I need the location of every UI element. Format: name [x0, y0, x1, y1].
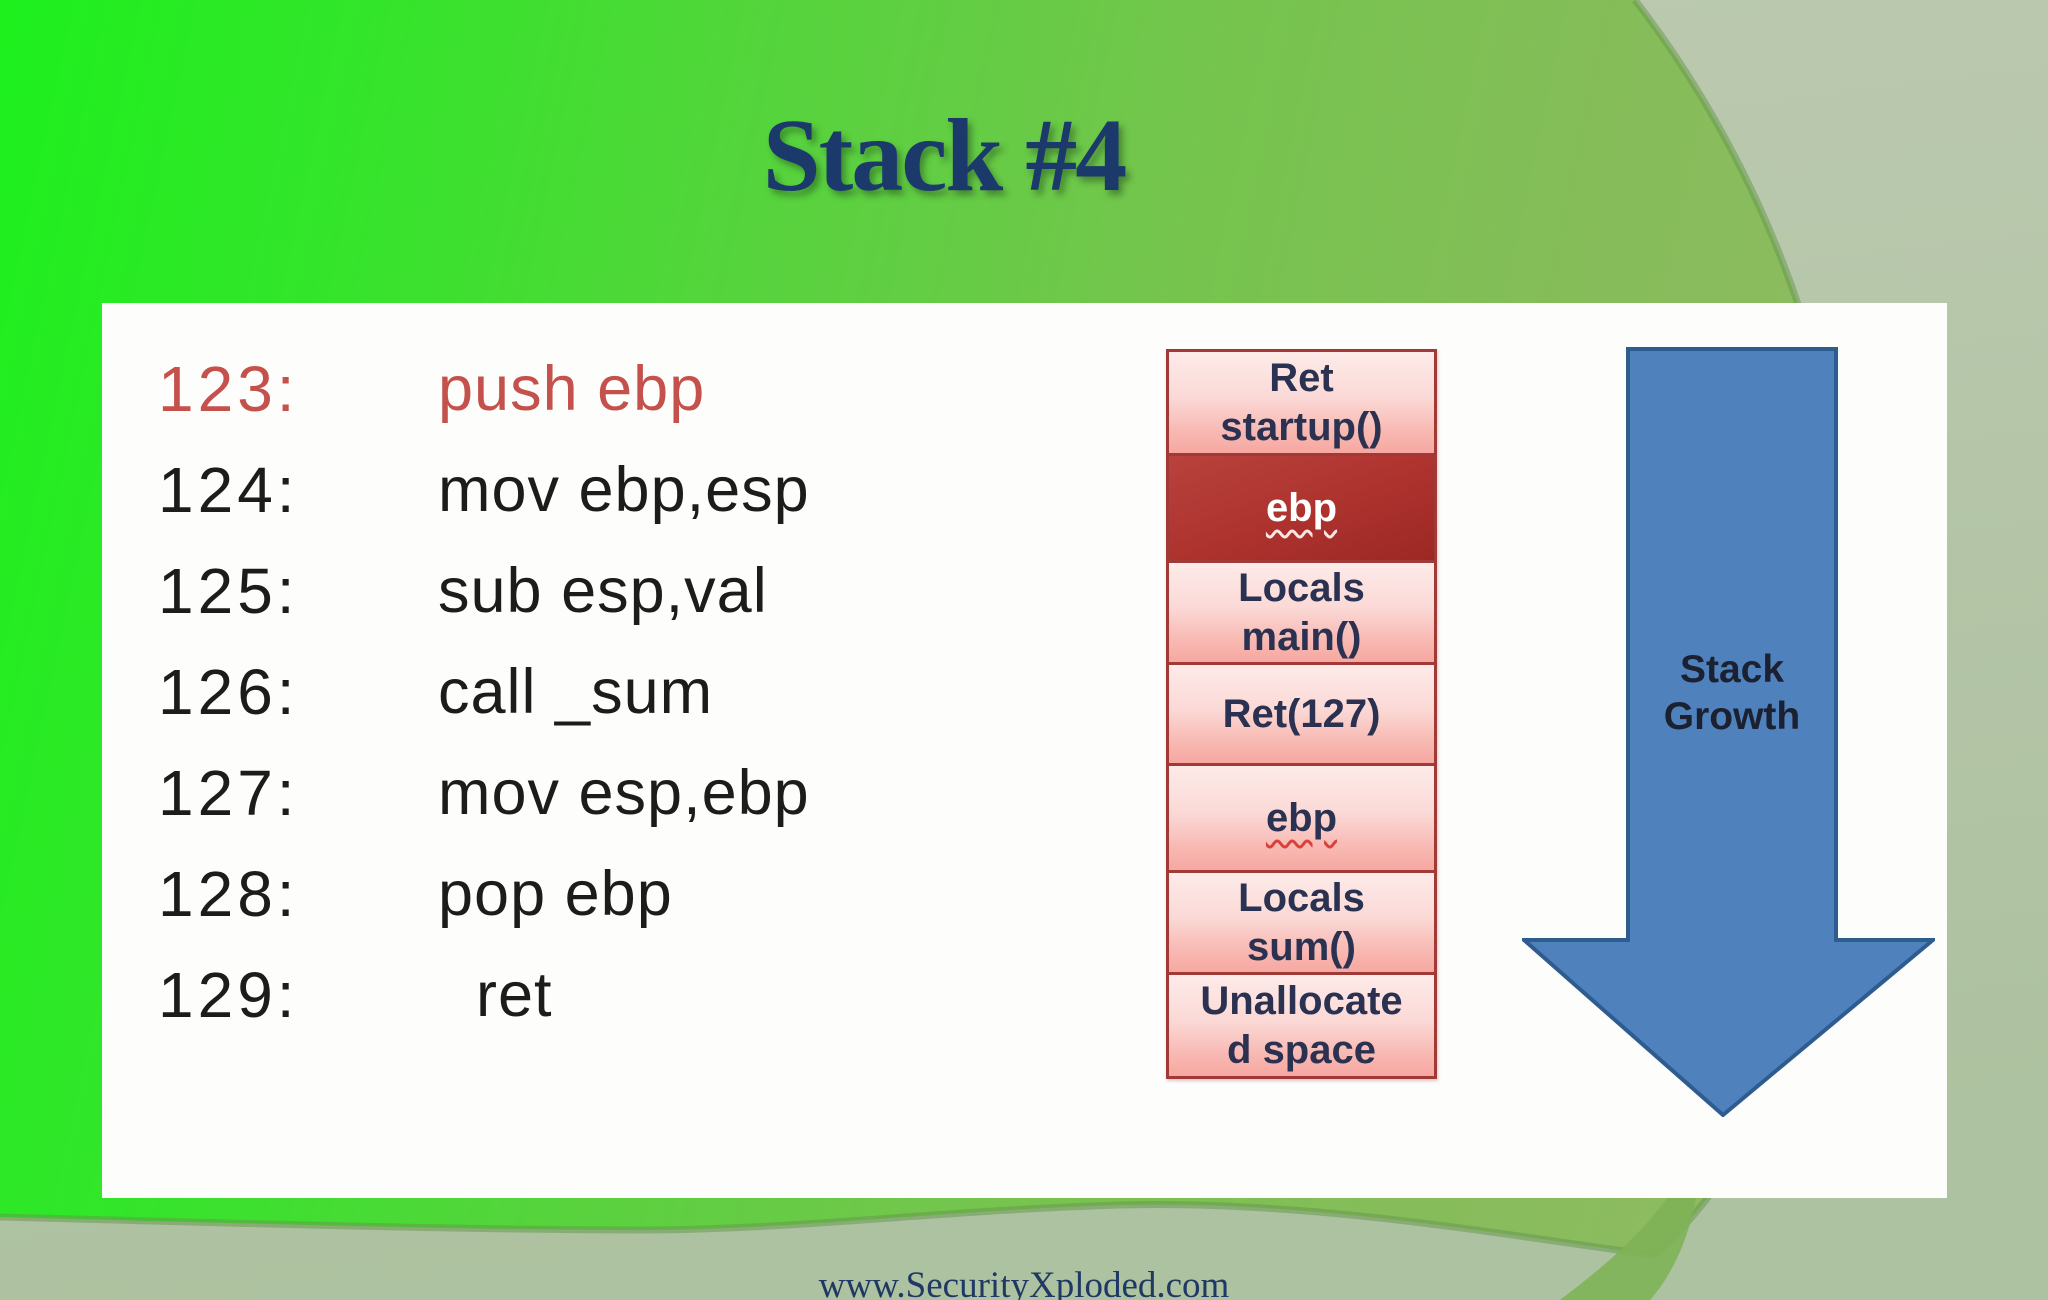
code-line: 128: pop ebp — [158, 843, 810, 944]
stack-cell-ret-startup: Ret startup() — [1169, 352, 1434, 453]
instruction: mov ebp,esp — [438, 454, 810, 525]
arrow-label-line: Stack — [1679, 648, 1785, 691]
instruction: sub esp,val — [438, 555, 768, 626]
stack-cell-unallocated: Unallocate d space — [1169, 972, 1434, 1076]
instruction: push ebp — [438, 353, 706, 424]
stack-cell-ebp-sum: ebp — [1169, 763, 1434, 870]
code-line: 129: ret — [158, 944, 810, 1045]
stack-cell-label: d space — [1227, 1027, 1376, 1072]
line-number: 126: — [158, 655, 299, 728]
stack-growth-arrow — [1522, 347, 1935, 1117]
code-line: 126: call _sum — [158, 641, 810, 742]
page-title: Stack #4 — [762, 98, 1127, 213]
footer-url: www.SecurityXploded.com — [818, 1265, 1230, 1300]
stack-cell-locals-sum: Locals sum() — [1169, 870, 1434, 972]
instruction: mov esp,ebp — [438, 757, 810, 828]
instruction: call _sum — [438, 656, 714, 727]
instruction: ret — [476, 959, 553, 1030]
stack-cell-locals-main: Locals main() — [1169, 560, 1434, 662]
stack-cell-label: ebp — [1265, 485, 1338, 530]
down-arrow-shape — [1522, 347, 1935, 1117]
stack-cell-label: Ret — [1269, 355, 1334, 400]
code-line: 127: mov esp,ebp — [158, 742, 810, 843]
code-line: 125: sub esp,val — [158, 540, 810, 641]
stack-cell-label: ebp — [1265, 795, 1338, 840]
stack-cell-label: sum() — [1247, 924, 1356, 969]
line-number: 125: — [158, 554, 299, 627]
instruction: pop ebp — [438, 858, 673, 929]
stack-cell-label: Locals — [1238, 565, 1365, 610]
arrow-label-line: Growth — [1663, 695, 1801, 738]
line-number: 129: — [158, 958, 299, 1031]
line-number: 123: — [158, 352, 299, 425]
stack-cell-label: main() — [1241, 614, 1362, 659]
line-number: 128: — [158, 857, 299, 930]
code-line: 123: push ebp — [158, 338, 810, 439]
stack-cell-label: Ret(127) — [1222, 691, 1381, 736]
stack-cell-ret-127: Ret(127) — [1169, 662, 1434, 763]
line-number: 124: — [158, 453, 299, 526]
stack-cell-label: startup() — [1220, 404, 1383, 449]
stack-cell-label: Locals — [1238, 875, 1365, 920]
line-number: 127: — [158, 756, 299, 829]
stack-cell-label: Unallocate — [1200, 978, 1403, 1023]
stack-diagram: Ret startup() ebp Locals main() Ret(127)… — [1166, 349, 1437, 1079]
green-wedge-shape — [1560, 1150, 1700, 1300]
stack-cell-ebp-main: ebp — [1169, 453, 1434, 560]
code-listing: 123: push ebp 124: mov ebp,esp 125: sub … — [158, 338, 810, 1045]
arrow-label: Stack Growth — [1628, 646, 1836, 740]
code-line: 124: mov ebp,esp — [158, 439, 810, 540]
